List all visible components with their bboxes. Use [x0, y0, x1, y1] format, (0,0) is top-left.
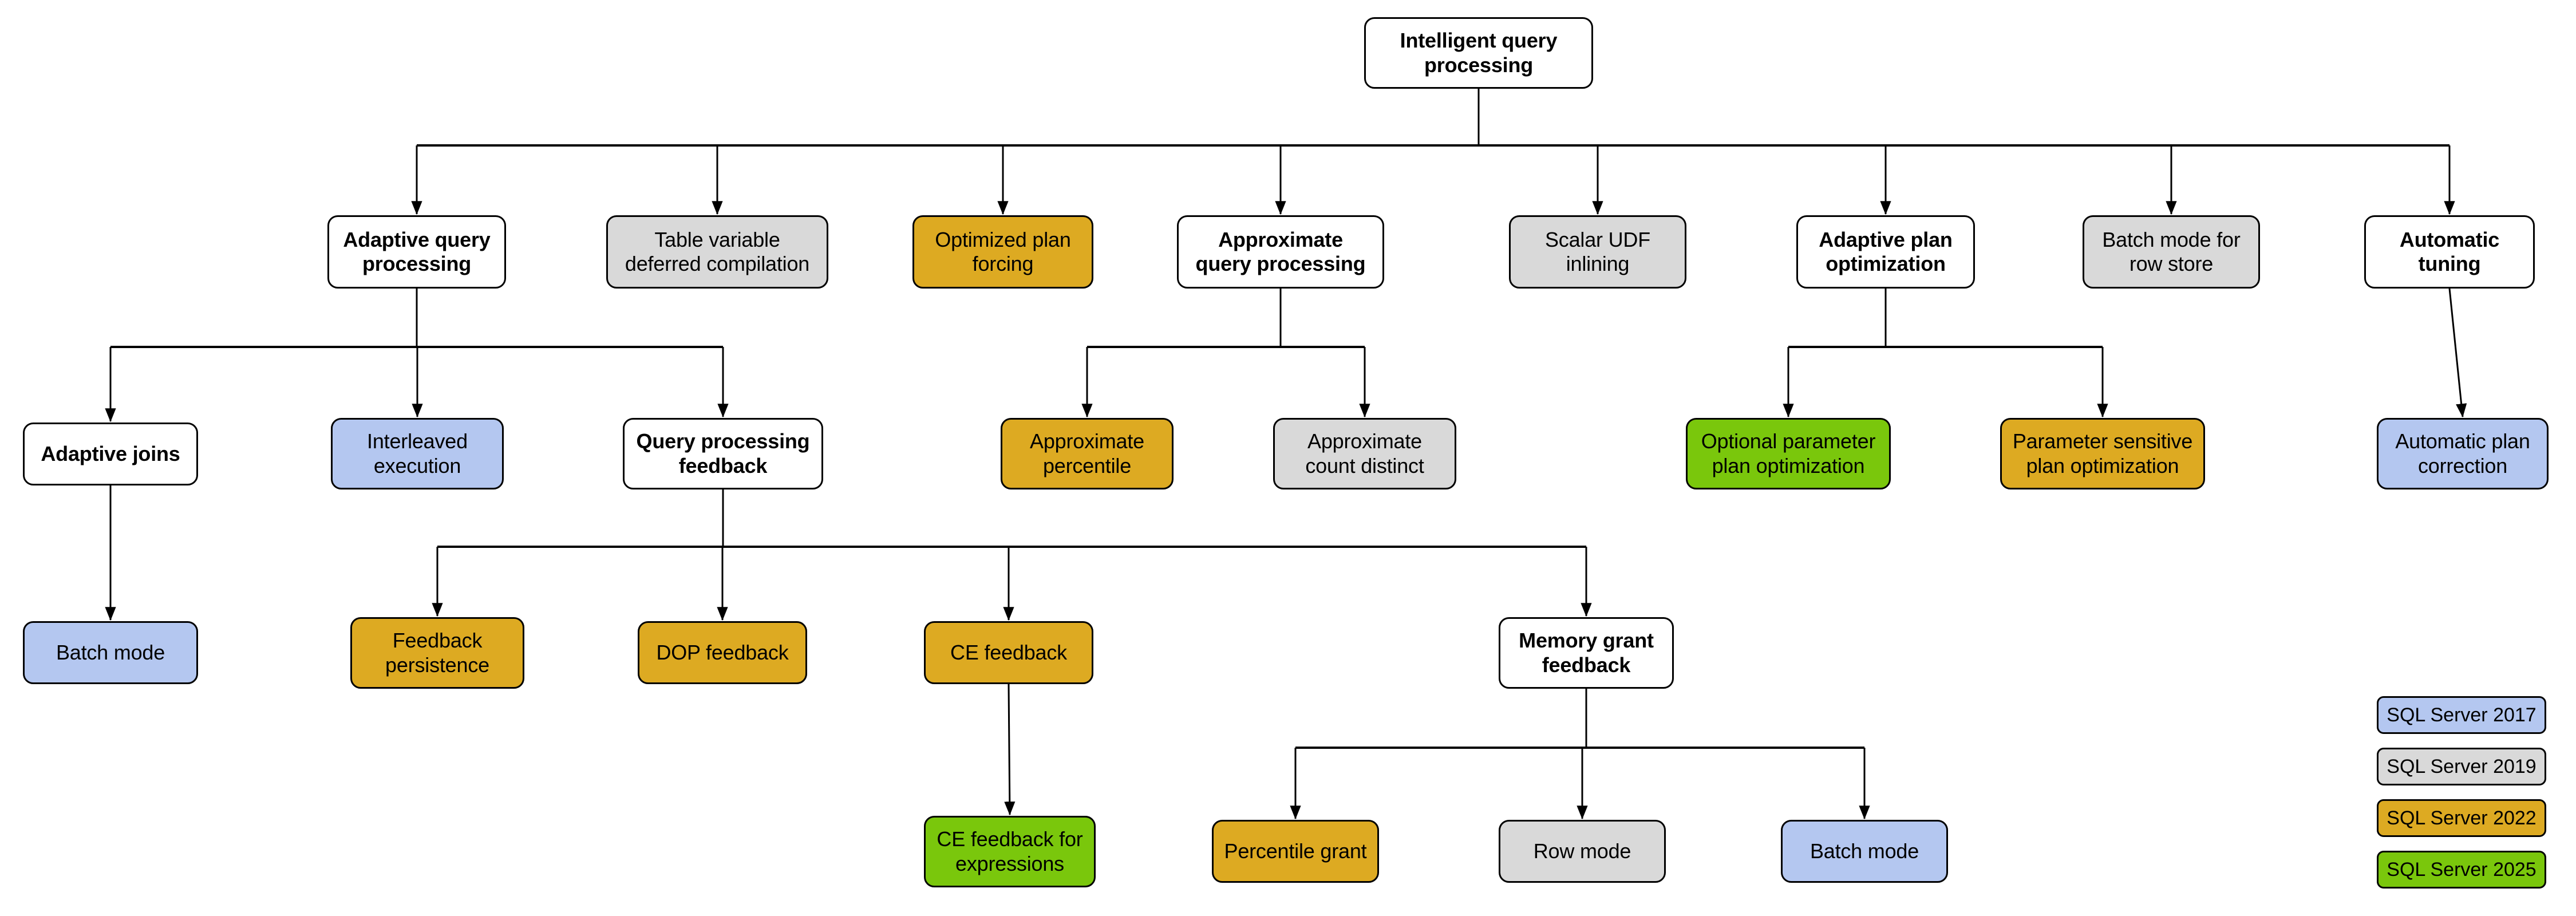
connector-segment [1004, 684, 1016, 816]
node-mgf[interactable]: Memory grant feedback [1499, 617, 1674, 689]
legend-item-sql-server-2019: SQL Server 2019 [2377, 748, 2546, 785]
node-label: Automatic tuning [2399, 227, 2500, 275]
node-adaptivejoins[interactable]: Adaptive joins [23, 423, 198, 485]
node-label: Batch mode for row store [2102, 227, 2241, 275]
node-autotune[interactable]: Automatic tuning [2364, 215, 2535, 289]
node-label: Row mode [1533, 839, 1631, 863]
node-label: Approximate count distinct [1305, 429, 1424, 477]
node-label: DOP feedback [656, 640, 789, 664]
node-rowmode[interactable]: Row mode [1499, 820, 1666, 883]
node-qpf[interactable]: Query processing feedback [623, 418, 823, 489]
legend-item-label: SQL Server 2025 [2387, 858, 2537, 881]
node-oppo[interactable]: Optional parameter plan optimization [1686, 418, 1891, 489]
node-udf[interactable]: Scalar UDF inlining [1509, 215, 1686, 289]
node-label: Adaptive query processing [343, 227, 491, 275]
legend-item-label: SQL Server 2022 [2387, 807, 2537, 829]
node-approxpct[interactable]: Approximate percentile [1001, 418, 1174, 489]
node-label: Optimized plan forcing [935, 227, 1071, 275]
node-label: Adaptive plan optimization [1819, 227, 1953, 275]
node-label: CE feedback for expressions [937, 827, 1083, 875]
node-cefb[interactable]: CE feedback [924, 621, 1093, 684]
node-label: Optional parameter plan optimization [1701, 429, 1876, 477]
node-label: Intelligent query processing [1400, 29, 1558, 77]
legend-item-sql-server-2025: SQL Server 2025 [2377, 851, 2546, 889]
node-cefbexpr[interactable]: CE feedback for expressions [924, 816, 1096, 887]
node-feedbackp[interactable]: Feedback persistence [350, 617, 524, 689]
node-pctgrant[interactable]: Percentile grant [1212, 820, 1379, 883]
node-label: Feedback persistence [385, 629, 489, 677]
node-label: CE feedback [950, 640, 1067, 664]
node-label: Percentile grant [1224, 839, 1367, 863]
node-label: Approximate query processing [1195, 227, 1366, 275]
node-label: Query processing feedback [636, 429, 810, 477]
node-label: Adaptive joins [41, 441, 180, 465]
node-pspo[interactable]: Parameter sensitive plan optimization [2000, 418, 2205, 489]
node-label: Memory grant feedback [1519, 629, 1654, 677]
legend-item-sql-server-2017: SQL Server 2017 [2377, 696, 2546, 734]
node-label: Approximate percentile [1030, 429, 1144, 477]
node-apo[interactable]: Adaptive plan optimization [1796, 215, 1975, 289]
node-approxqp[interactable]: Approximate query processing [1177, 215, 1384, 289]
node-label: Batch mode [1809, 839, 1919, 863]
legend-item-label: SQL Server 2019 [2387, 755, 2537, 777]
node-interleaved[interactable]: Interleaved execution [331, 418, 504, 489]
node-label: Parameter sensitive plan optimization [2012, 429, 2193, 477]
node-bmrs[interactable]: Batch mode for row store [2083, 215, 2260, 289]
node-opf[interactable]: Optimized plan forcing [912, 215, 1093, 289]
node-label: Automatic plan correction [2395, 429, 2530, 477]
node-batchmode1[interactable]: Batch mode [23, 621, 198, 684]
node-approxcd[interactable]: Approximate count distinct [1273, 418, 1456, 489]
legend-item-label: SQL Server 2017 [2387, 704, 2537, 726]
node-label: Batch mode [56, 640, 165, 664]
node-label: Table variable deferred compilation [625, 227, 810, 275]
node-root[interactable]: Intelligent query processing [1364, 17, 1593, 89]
node-apc[interactable]: Automatic plan correction [2377, 418, 2549, 489]
node-tvdc[interactable]: Table variable deferred compilation [606, 215, 828, 289]
connector-segment [2448, 288, 2467, 418]
node-dopfb[interactable]: DOP feedback [638, 621, 807, 684]
node-batchmode2[interactable]: Batch mode [1781, 820, 1948, 883]
legend-item-sql-server-2022: SQL Server 2022 [2377, 799, 2546, 837]
node-label: Scalar UDF inlining [1544, 227, 1651, 275]
node-aqp[interactable]: Adaptive query processing [327, 215, 506, 289]
node-label: Interleaved execution [367, 429, 468, 477]
